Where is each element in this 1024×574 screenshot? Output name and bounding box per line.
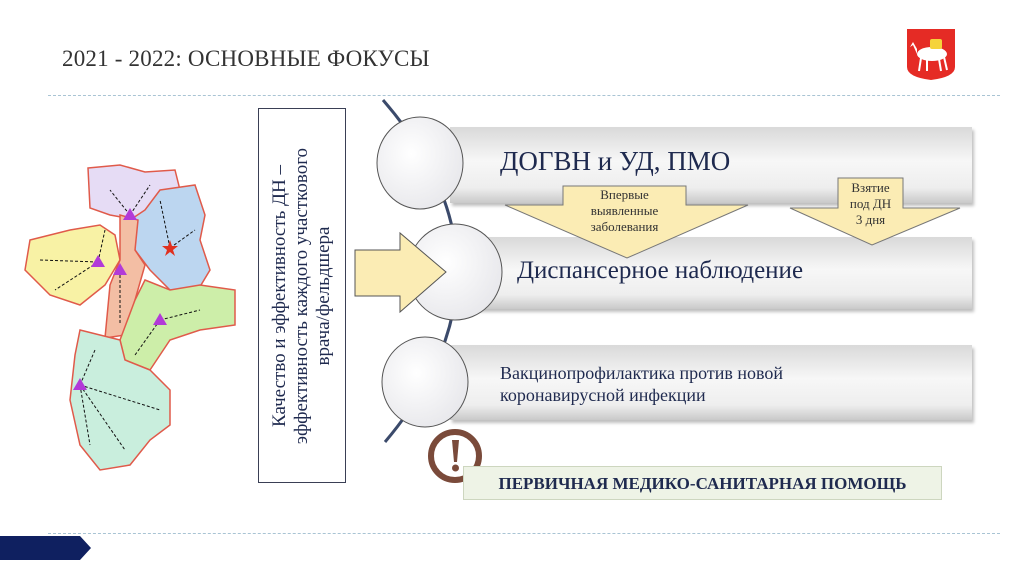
focus-item-1-label: ДОГВН и УД, ПМО bbox=[500, 146, 731, 176]
coat-of-arms-icon bbox=[907, 29, 955, 80]
focus-item-3-line2: коронавирусной инфекции bbox=[500, 385, 706, 405]
focus-bar-2 bbox=[455, 237, 972, 309]
region-map bbox=[24, 164, 236, 471]
focus-item-2-label: Диспансерное наблюдение bbox=[517, 257, 804, 284]
footer-arrow-band bbox=[0, 536, 91, 560]
primary-care-banner: ПЕРВИЧНАЯ МЕДИКО-САНИТАРНАЯ ПОМОЩЬ bbox=[463, 466, 942, 500]
down-arrow-2-line2: под ДН bbox=[849, 196, 892, 211]
slide-title: 2021 - 2022: ОСНОВНЫЕ ФОКУСЫ bbox=[62, 46, 430, 71]
right-arrow-icon bbox=[354, 231, 447, 314]
down-arrow-2-line3: 3 дня bbox=[855, 212, 886, 227]
exclamation-icon bbox=[428, 429, 482, 483]
down-arrow-1-line3: заболевания bbox=[590, 219, 659, 234]
down-arrow-icon-1 bbox=[504, 185, 749, 259]
focus-bar-3 bbox=[450, 345, 972, 420]
divider-top bbox=[48, 95, 1000, 96]
down-arrow-icon-2 bbox=[789, 177, 961, 246]
down-arrow-2-text: Взятие под ДН 3 дня bbox=[834, 180, 907, 228]
down-arrow-1-line2: выявленные bbox=[590, 203, 659, 218]
down-arrow-1-line1: Впервые bbox=[600, 187, 649, 202]
focus-item-3-line1: Вакцинопрофилактика против новой bbox=[500, 363, 784, 383]
divider-bottom bbox=[48, 533, 1000, 534]
quality-efficiency-box: Качество и эффективность ДН – эффективно… bbox=[258, 108, 346, 483]
focus-item-3-label: Вакцинопрофилактика против новой коронав… bbox=[500, 362, 783, 406]
down-arrow-1-text: Впервые выявленные заболевания bbox=[563, 187, 686, 235]
down-arrow-2-line1: Взятие bbox=[851, 180, 890, 195]
